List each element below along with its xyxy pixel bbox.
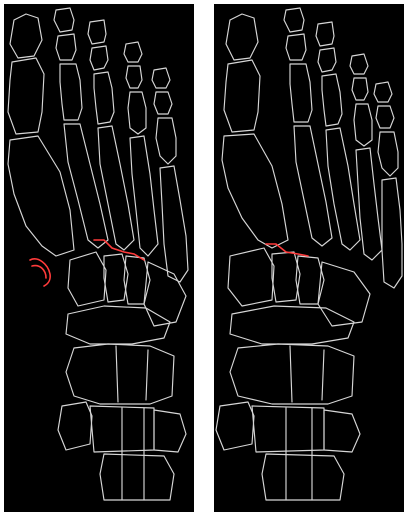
right-foot-panel <box>214 4 404 512</box>
right-foot-skeleton <box>214 4 404 512</box>
left-foot-skeleton <box>4 4 194 512</box>
panel-background <box>214 4 404 512</box>
left-foot-panel <box>4 4 194 512</box>
